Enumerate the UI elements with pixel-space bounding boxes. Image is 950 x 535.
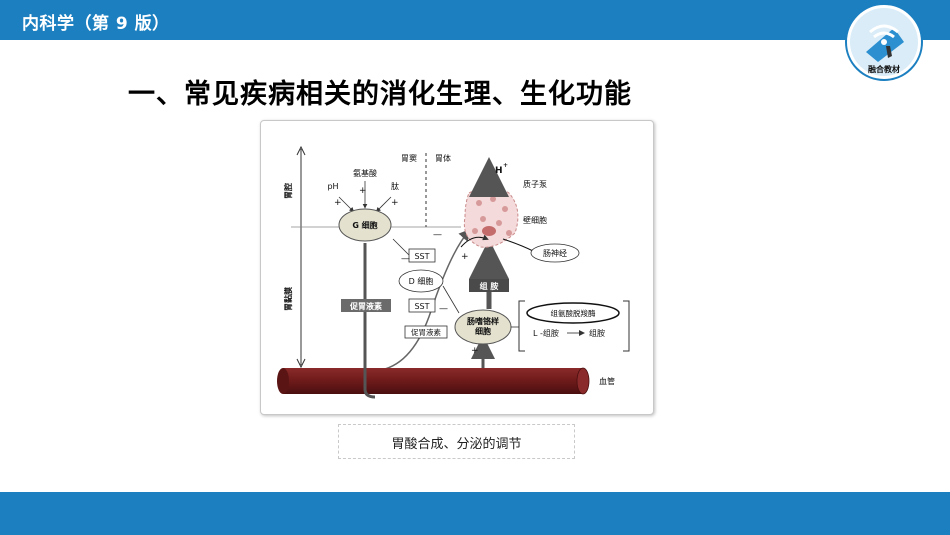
proton-pump-label: 质子泵: [523, 179, 547, 189]
plus-sign: +: [334, 198, 342, 208]
d-cell-to-ecl-line: [442, 285, 460, 314]
minus-sign: —: [433, 230, 442, 240]
region-gastric-mucosa-label: 胃黏膜: [283, 287, 293, 311]
parietal-cell: [463, 186, 519, 248]
sst-box-bottom: [408, 298, 436, 313]
histamine-product-label: 组胺: [589, 328, 605, 338]
d-cell: [398, 269, 444, 293]
minus-sign: —: [401, 254, 410, 264]
ph-label: pH: [327, 182, 338, 191]
logo-text: 融合教材: [868, 64, 900, 74]
fusion-textbook-logo: 融合教材: [844, 2, 924, 82]
amino-acid-label: 氨基酸: [353, 168, 377, 178]
plus-sign: +: [461, 252, 469, 262]
gastrin-tag: [341, 299, 391, 312]
gastrin-small-label: 促胃液素: [411, 327, 441, 337]
logo-badge-icon: 融合教材: [845, 3, 923, 81]
diagram-canvas: 胃腔 胃黏膜 胃窦 胃体 氨基酸 pH 肽 + + + G 细胞 促胃液素 + …: [277, 145, 630, 399]
gastric-acid-regulation-figure: 胃腔 胃黏膜 胃窦 胃体 氨基酸 pH 肽 + + + G 细胞 促胃液素 + …: [260, 120, 654, 415]
gastrin-in-vessel: [363, 361, 376, 399]
h-ion-superscript: +: [503, 162, 508, 169]
hdc-enzyme-label: 组氨酸脱羧酶: [551, 308, 596, 318]
plus-sign: +: [359, 186, 367, 196]
gastrin-tag-label: 促胃液素: [349, 301, 382, 311]
ecl-cell-label-line2: 细胞: [475, 326, 491, 336]
h-ion-label: H: [495, 166, 503, 176]
peptide-arrow: [375, 196, 392, 213]
figure-caption-box: 胃酸合成、分泌的调节: [338, 424, 575, 459]
sst-inhibit-g-line: [392, 238, 410, 256]
minus-sign: —: [439, 304, 448, 314]
book-title: 内科学（第 9 版）: [22, 14, 170, 34]
region-stomach-cavity-label: 胃腔: [283, 183, 293, 199]
sst-label-top: SST: [414, 252, 429, 261]
stomach-body-label: 胃体: [435, 153, 451, 163]
plus-sign: +: [391, 198, 399, 208]
l-histidine-label: L -组胺: [533, 328, 559, 338]
blood-vessel-label: 血管: [599, 376, 615, 386]
antrum-label: 胃窦: [401, 153, 417, 163]
sst-label-bottom: SST: [414, 302, 429, 311]
top-header-bar: 内科学（第 9 版）: [0, 0, 950, 40]
g-cell-label: G 细胞: [352, 220, 377, 230]
peptide-label: 肽: [391, 181, 399, 191]
histamine-tag: [469, 279, 509, 292]
histamine-tag-label: 组 胺: [480, 281, 499, 291]
d-cell-label: D 细胞: [409, 276, 434, 286]
nerve-line: [502, 238, 534, 252]
g-cell: [338, 208, 392, 242]
gastrin-pathway: [363, 243, 495, 385]
blood-vessel: [277, 367, 590, 395]
ph-arrow: [338, 196, 355, 213]
nerve-to-parietal-line: [460, 234, 489, 248]
plus-sign: +: [471, 346, 479, 356]
figure-caption: 胃酸合成、分泌的调节: [391, 437, 522, 452]
bottom-footer-bar: [0, 492, 950, 535]
enteric-nerve-label: 肠神经: [543, 248, 567, 258]
gastrin-small-tag: [404, 325, 448, 339]
slide-heading: 一、常见疾病相关的消化生理、生化功能: [128, 79, 632, 110]
enteric-nerve: [530, 243, 580, 263]
parietal-cell-label: 壁细胞: [523, 215, 547, 225]
sst-box-top: [408, 248, 436, 263]
histidine-decarboxylase-bracket: 组氨酸脱羧酶 L -组胺 组胺: [518, 300, 630, 352]
ecl-cell-label-line1: 肠嗜铬样: [466, 316, 499, 326]
